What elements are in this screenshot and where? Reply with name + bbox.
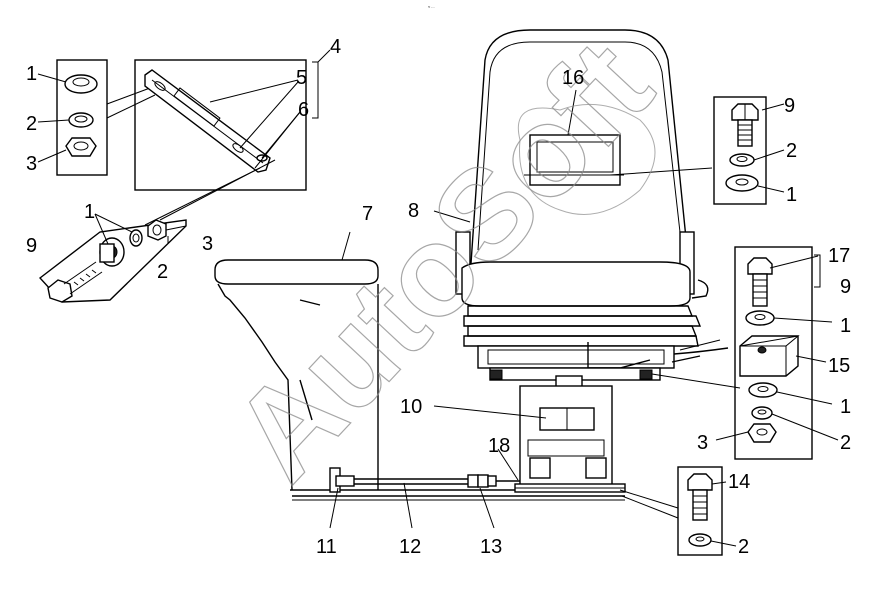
callout-labels: 1 2 3 4 5 6 1 9 2 3 7 8 16 9 2 1 17 9 1 … xyxy=(26,36,851,558)
callout-16-headrest: 16 xyxy=(562,67,584,89)
callout-3-nut-c: 3 xyxy=(697,432,708,454)
detail-base-bolt xyxy=(619,466,737,556)
callout-8-seat-back: 8 xyxy=(408,200,419,222)
callout-5-bracket-slot: 5 xyxy=(296,67,307,89)
callout-9-bolt-b: 9 xyxy=(784,95,795,117)
callout-12-rod: 12 xyxy=(399,536,421,558)
callout-15-cushion-block: 15 xyxy=(828,355,850,377)
callout-1-washer-b: 1 xyxy=(786,184,797,206)
watermark-scribble xyxy=(518,103,656,215)
callout-13-coupling: 13 xyxy=(480,536,502,558)
callout-9-bolt: 9 xyxy=(26,235,37,257)
callout-2-lock-washer: 2 xyxy=(26,113,37,135)
callout-2-washer: 2 xyxy=(157,261,168,283)
callout-7-seat-box: 7 xyxy=(362,203,373,225)
detail-headrest-bolt xyxy=(713,96,785,205)
callout-6-bracket-stud: 6 xyxy=(298,99,309,121)
callout-14-bolt: 14 xyxy=(728,471,750,493)
callout-1-washer-c: 1 xyxy=(840,315,851,337)
callout-9-bolt-c: 9 xyxy=(840,276,851,298)
callout-3-nut-b: 3 xyxy=(202,233,213,255)
driver-seat xyxy=(433,29,741,493)
callout-1-bushing: 1 xyxy=(84,201,95,223)
header-mark: ≈ ... xyxy=(428,4,435,9)
callout-18-base-plate: 18 xyxy=(488,435,510,457)
seat-platform-box xyxy=(214,231,625,501)
callout-2-washer-b: 2 xyxy=(786,140,797,162)
detail-bolt-bushing xyxy=(38,111,301,303)
callout-1-washer: 1 xyxy=(26,63,37,85)
callout-3-nut: 3 xyxy=(26,153,37,175)
callout-2-washer-e: 2 xyxy=(738,536,749,558)
callout-2-washer-c: 2 xyxy=(840,432,851,454)
detail-suspension-fasteners xyxy=(715,246,839,460)
callout-1-washer-d: 1 xyxy=(840,396,851,418)
callout-4-bracket-assembly: 4 xyxy=(330,36,341,58)
adjustment-rod xyxy=(329,467,520,529)
callout-10-column: 10 xyxy=(400,396,422,418)
callout-17-bolt: 17 xyxy=(828,245,850,267)
callout-11-handle: 11 xyxy=(316,536,337,558)
detail-fastener-set-top-left xyxy=(37,59,156,176)
